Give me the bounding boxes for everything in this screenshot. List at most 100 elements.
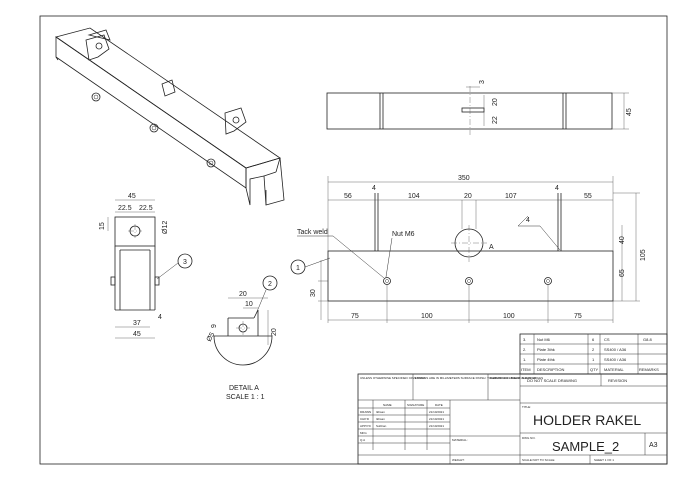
tack-weld-label: Tack weld <box>297 229 328 236</box>
svg-text:21/10/2021: 21/10/2021 <box>429 410 444 414</box>
dim-front-55: 55 <box>584 193 592 200</box>
svg-text:Plate 4thk: Plate 4thk <box>537 357 555 362</box>
dim-top-45: 45 <box>626 108 633 116</box>
bom-row-1: 3. Nut M6 6 CS G8.8 <box>523 337 652 342</box>
svg-text:SS400 / A36: SS400 / A36 <box>604 357 627 362</box>
dim-side-45-bot: 45 <box>133 331 141 338</box>
svg-text:21/10/2021: 21/10/2021 <box>429 417 444 421</box>
svg-text:Ikhsan: Ikhsan <box>376 417 385 421</box>
title-block: UNLESS OTHERWISE SPECIFIED: DIMENSIONS A… <box>357 373 668 465</box>
unless-note: UNLESS OTHERWISE SPECIFIED: DIMENSIONS A… <box>360 376 537 380</box>
svg-text:3: 3 <box>183 259 187 266</box>
svg-text:DESCRIPTION: DESCRIPTION <box>537 367 564 372</box>
dim-detail-dia5: Ø5 <box>206 331 217 343</box>
signoff-row-drawn: DRAWN Ikhsan 21/10/2021 <box>360 410 444 414</box>
dim-front-56: 56 <box>344 193 352 200</box>
svg-text:MATERIAL: MATERIAL <box>604 367 624 372</box>
drawing-border <box>39 15 668 465</box>
svg-text:ITEM: ITEM <box>521 367 531 372</box>
dim-front-75b: 75 <box>574 313 582 320</box>
iso-nut-3 <box>206 158 216 168</box>
revision-label: REVISION <box>608 378 627 383</box>
front-view: A 350 56 4 104 20 107 4 55 40 105 65 <box>290 175 647 323</box>
svg-text:DATE: DATE <box>435 403 443 407</box>
nut-m6-label: Nut M6 <box>392 231 415 238</box>
weld-symbol-value: 4 <box>526 217 530 224</box>
part-title: HOLDER RAKEL <box>533 412 641 428</box>
svg-text:APPV'D: APPV'D <box>360 424 372 428</box>
svg-text:G8.8: G8.8 <box>643 337 652 342</box>
material-label: MATERIAL: <box>452 438 468 442</box>
front-nut-2 <box>465 277 473 285</box>
weight-label: WEIGHT: <box>452 458 465 462</box>
dim-top-20: 20 <box>492 98 499 106</box>
signoff-row-checked: CHK'D Ikhsan 21/10/2021 <box>360 417 444 421</box>
svg-text:SIGNATURE: SIGNATURE <box>407 403 424 407</box>
dim-side-dia12: Ø12 <box>162 221 169 234</box>
svg-text:1: 1 <box>592 357 595 362</box>
signoff-row-approved: APPV'D Subhan 21/10/2021 <box>360 424 444 428</box>
svg-text:21/10/2021: 21/10/2021 <box>429 424 444 428</box>
dim-side-45-top: 45 <box>128 193 136 200</box>
no-scale-note: DO NOT SCALE DRAWING <box>527 378 577 383</box>
dim-front-105: 105 <box>640 249 647 261</box>
iso-center-tab <box>161 79 176 97</box>
dim-front-100b: 100 <box>503 313 515 320</box>
dim-side-4: 4 <box>158 314 162 321</box>
svg-text:2.: 2. <box>523 347 526 352</box>
dim-front-4b: 4 <box>555 185 559 192</box>
bom-header: ITEM DESCRIPTION QTY MATERIAL REMARKS <box>521 367 659 372</box>
svg-text:Plate 3thk: Plate 3thk <box>537 347 555 352</box>
signoff-row-mfg: MFG <box>360 431 367 435</box>
dim-front-20: 20 <box>464 193 472 200</box>
dim-front-40: 40 <box>619 236 626 244</box>
svg-text:3.: 3. <box>523 337 526 342</box>
signoff-row-qa: Q.A <box>360 438 365 442</box>
dwg-number: SAMPLE_2 <box>552 439 619 454</box>
title-label: TITLE: <box>522 405 531 409</box>
bill-of-materials: 3. Nut M6 6 CS G8.8 2. Plate 3thk 2 SS40… <box>519 333 668 375</box>
svg-text:2: 2 <box>592 347 595 352</box>
svg-text:DRAWN: DRAWN <box>360 410 371 414</box>
dim-front-30: 30 <box>310 289 317 297</box>
dim-detail-10: 10 <box>245 301 253 308</box>
top-view: 3 20 22 45 <box>326 80 633 135</box>
iso-nut-1 <box>91 92 101 102</box>
dim-side-15: 15 <box>99 222 106 230</box>
dim-front-4a: 4 <box>372 185 376 192</box>
svg-text:QTY: QTY <box>590 367 599 372</box>
bom-row-3: 1. Plate 4thk 1 SS400 / A36 <box>523 357 627 362</box>
svg-text:SS400 / A36: SS400 / A36 <box>604 347 627 352</box>
detail-ref-label: A <box>489 244 494 251</box>
svg-text:CS: CS <box>604 337 610 342</box>
front-nut-3 <box>544 277 552 285</box>
svg-text:6: 6 <box>592 337 595 342</box>
dim-front-65: 65 <box>619 269 626 277</box>
dim-top-22: 22 <box>492 116 499 124</box>
dim-front-100a: 100 <box>421 313 433 320</box>
dim-side-22-5a: 22.5 <box>118 205 132 212</box>
iso-nut-2 <box>149 123 159 133</box>
deburr-note: DEBURR AND BREAK SHARP EDGES <box>490 376 543 380</box>
dim-front-350: 350 <box>458 175 470 182</box>
isometric-view <box>55 27 285 206</box>
dim-detail-20: 20 <box>239 291 247 298</box>
svg-text:NAME: NAME <box>383 403 392 407</box>
scale-label: SCALE:NOT TO SCALE <box>522 458 555 462</box>
balloon-2 <box>262 275 278 291</box>
dim-front-75a: 75 <box>351 313 359 320</box>
svg-text:Subhan: Subhan <box>376 424 387 428</box>
dim-front-104: 104 <box>408 193 420 200</box>
dim-front-107: 107 <box>505 193 517 200</box>
svg-text:Nut M6: Nut M6 <box>537 337 551 342</box>
bom-row-2: 2. Plate 3thk 2 SS400 / A36 <box>523 347 627 352</box>
svg-text:2: 2 <box>268 281 272 288</box>
svg-text:Ikhsan: Ikhsan <box>376 410 385 414</box>
svg-text:REMARKS: REMARKS <box>639 367 659 372</box>
detail-a-view: 20 10 9 Ø5 20 2 DETAIL A SCALE 1 : 1 <box>206 275 278 401</box>
dim-detail-20v: 20 <box>271 328 278 336</box>
front-nut-1 <box>383 277 391 285</box>
dim-detail-9: 9 <box>211 324 218 328</box>
sheet-label: SHEET 1 OF 1 <box>594 458 614 462</box>
